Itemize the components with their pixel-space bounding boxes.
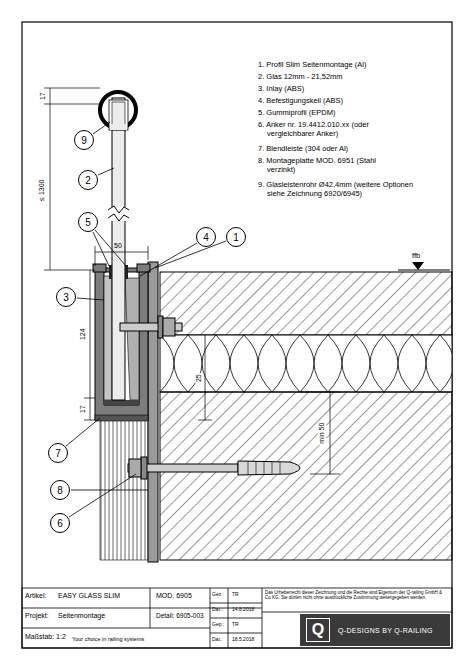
dimension-text: 17: [39, 91, 47, 101]
logo-box: Q Q-DESIGNS BY Q-RAILING: [300, 614, 450, 646]
part-list-item: 8. Montageplatte MOD. 6951 (Stahl verzin…: [258, 156, 397, 174]
callout-number: 5: [85, 217, 91, 228]
callout-number: 7: [55, 448, 61, 459]
callout-circle: 3: [56, 287, 76, 307]
dimension-text: ffb: [412, 251, 420, 260]
dimension-text: min 50: [319, 421, 327, 444]
callout-circle: 8: [50, 480, 70, 500]
callout-number: 1: [233, 232, 239, 243]
callout-number: 8: [57, 485, 63, 496]
dimension-text: 17: [79, 404, 87, 414]
part-list-item: 3. Inlay (ABS): [258, 84, 447, 93]
callout-number: 6: [57, 518, 63, 529]
logo-text: Q-DESIGNS BY Q-RAILING: [338, 627, 433, 634]
callout-number: 3: [63, 292, 69, 303]
title-block-text: Dat.:: [212, 606, 223, 612]
callout-number: 2: [85, 175, 91, 186]
title-block-text: EASY GLASS SLIM: [58, 592, 120, 600]
title-block-text: Detail: 6905-003: [156, 612, 204, 620]
dimension-text: 50: [114, 242, 122, 250]
title-block-text: Gez.:: [212, 591, 224, 597]
logo-mark: Q: [306, 618, 330, 642]
callout-number: 4: [203, 232, 209, 243]
title-block-text: Projekt:: [25, 612, 49, 620]
callout-circle: 4: [196, 227, 216, 247]
callout-number: 9: [81, 135, 87, 146]
part-list-item: 2. Glas 12mm - 21,52mm: [258, 72, 447, 81]
title-block-text: Gep.:: [212, 621, 224, 627]
dimension-text: ≤ 1300: [39, 178, 47, 201]
title-block-text: Your choice in railing systems: [72, 636, 144, 643]
callout-circle: 6: [50, 513, 70, 533]
part-list-item: 6. Anker nr. 19.4412.010.xx (oder vergle…: [258, 120, 417, 138]
callout-circle: 5: [78, 212, 98, 232]
title-block-text: Seitenmontage: [58, 612, 105, 620]
callout-circle: 2: [78, 170, 98, 190]
part-list-item: 4. Befestigungskeil (ABS): [258, 96, 447, 105]
part-list-item: 5. Gummiprofil (EPDM): [258, 108, 447, 117]
title-block-text: 14.8.2018: [232, 606, 254, 612]
title-block-text: MOD. 6905: [156, 592, 192, 600]
callout-circle: 1: [226, 227, 246, 247]
part-list-item: 7. Blendleiste (304 oder Al): [258, 144, 447, 153]
dimension-text: 124: [79, 327, 87, 341]
title-block-text: Dat.:: [212, 636, 223, 642]
title-block-text: 18.5.2018: [232, 636, 254, 642]
title-block-text: TR: [232, 591, 239, 597]
title-block-text: TR: [232, 621, 239, 627]
callout-circle: 9: [74, 130, 94, 150]
part-list-item: 1. Profil Slim Seitenmontage (Al): [258, 60, 447, 69]
part-list-item: 9. Glasleistenrohr Ø42,4mm (weitere Opti…: [258, 180, 417, 198]
dimension-text: 25: [195, 373, 203, 383]
title-block-text: Maßstab: 1:2: [25, 633, 66, 641]
title-block-text: Das Urheberrecht dieser Zeichnung und di…: [265, 590, 449, 601]
title-block-text: Artikel:: [25, 592, 46, 600]
callout-circle: 7: [48, 443, 68, 463]
